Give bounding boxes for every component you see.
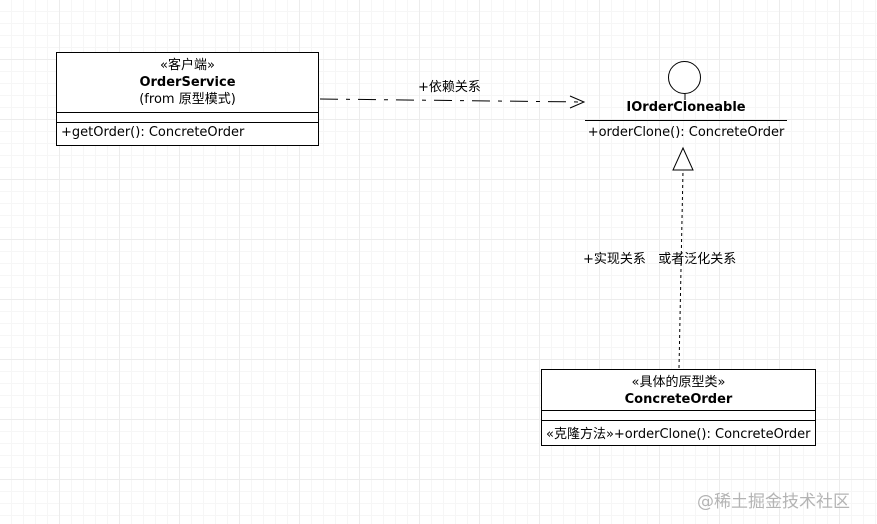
concrete-order-name: ConcreteOrder (624, 392, 733, 407)
concrete-order-operation: «克隆方法»+orderClone(): ConcreteOrder (546, 427, 811, 442)
order-service-header: «客户端» OrderService (from 原型模式) (57, 53, 318, 112)
dependency-line[interactable] (319, 98, 584, 103)
order-service-attributes (57, 113, 318, 122)
interface-operation: +orderClone(): ConcreteOrder (587, 125, 785, 140)
order-service-name: OrderService (139, 75, 236, 90)
concrete-order-attributes (542, 411, 815, 420)
order-service-divider (57, 122, 318, 123)
order-service-divider (57, 112, 318, 113)
interface-name: IOrderCloneable (626, 100, 746, 115)
interface-divider (585, 120, 787, 121)
realization-line[interactable] (678, 169, 684, 369)
dependency-arrowhead (569, 95, 586, 109)
realization-label: +实现关系 或者泛化关系 (583, 252, 737, 267)
order-service-operation: +getOrder(): ConcreteOrder (61, 125, 245, 140)
order-service-stereotype: «客户端» (160, 58, 215, 73)
concrete-order-divider (542, 420, 815, 421)
dependency-label: +依赖关系 (418, 80, 481, 95)
concrete-order-divider (542, 410, 815, 411)
interface-lollipop-icon[interactable] (668, 61, 701, 94)
concrete-order-class[interactable]: «具体的原型类» ConcreteOrder «克隆方法»+orderClone… (541, 369, 816, 446)
concrete-order-stereotype: «具体的原型类» (631, 375, 726, 390)
realization-triangle (672, 146, 694, 171)
order-service-class[interactable]: «客户端» OrderService (from 原型模式) +getOrder… (56, 52, 319, 146)
order-service-package: (from 原型模式) (139, 92, 236, 107)
concrete-order-header: «具体的原型类» ConcreteOrder (542, 370, 815, 410)
watermark: @稀土掘金技术社区 (697, 492, 850, 512)
